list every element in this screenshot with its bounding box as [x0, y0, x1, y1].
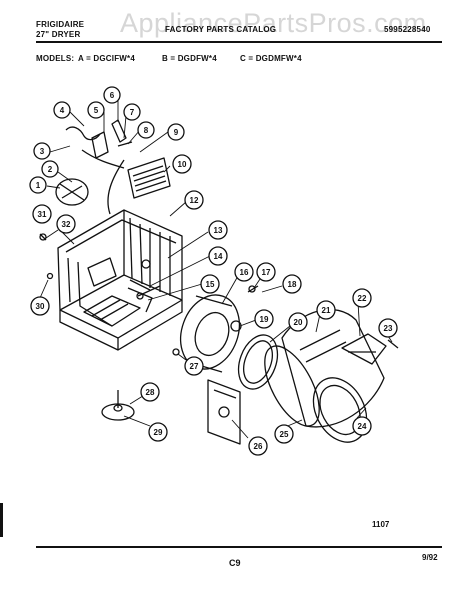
callout-bubbles	[29, 86, 398, 456]
callout-30	[30, 296, 50, 316]
callout-number: 25	[280, 430, 289, 439]
blower-wheel	[55, 178, 89, 206]
small-hardware	[39, 233, 399, 356]
callout-number: 24	[358, 422, 367, 431]
callout-20	[288, 312, 308, 332]
models-label: MODELS:	[36, 54, 75, 63]
brand-label: FRIGIDAIRE	[36, 20, 85, 29]
drum-seal	[237, 334, 279, 390]
callout-1	[29, 176, 47, 194]
header-rule	[36, 41, 442, 43]
dryer-drum	[264, 308, 385, 443]
callout-29	[148, 422, 168, 442]
callout-number: 18	[288, 280, 297, 289]
revision-date: 9/92	[422, 553, 438, 562]
cabinet-frame	[57, 209, 183, 351]
model-c: C = DGDMFW*4	[240, 54, 302, 63]
callout-13	[208, 220, 228, 240]
binder-mark	[0, 503, 3, 537]
callout-number: 10	[178, 160, 187, 169]
part-number: 5995228540	[384, 25, 431, 34]
callout-number: 8	[144, 126, 149, 135]
callout-17	[256, 262, 276, 282]
callout-number: 5	[94, 106, 99, 115]
callout-27	[184, 356, 204, 376]
leader-lines	[39, 100, 393, 439]
watermark-text: AppliancePartsPros.com	[120, 8, 427, 38]
callout-8	[137, 121, 155, 139]
callout-23	[378, 318, 398, 338]
callout-32	[56, 214, 76, 234]
callout-number: 6	[110, 91, 115, 100]
drawing-number: 1107	[372, 520, 390, 529]
callout-12	[184, 190, 204, 210]
callout-2	[41, 160, 59, 178]
callout-28	[140, 382, 160, 402]
callout-number: 29	[154, 428, 163, 437]
callout-number: 9	[174, 128, 179, 137]
callout-number: 4	[60, 106, 65, 115]
drum-baffle	[341, 333, 387, 365]
callout-16	[234, 262, 254, 282]
callout-9	[167, 123, 185, 141]
catalog-title: FACTORY PARTS CATALOG	[165, 25, 277, 34]
callout-number: 1	[36, 181, 41, 190]
callout-number: 15	[206, 280, 215, 289]
callout-5	[87, 101, 105, 119]
callout-number: 27	[190, 362, 199, 371]
callout-7	[123, 103, 141, 121]
callout-number: 19	[260, 315, 269, 324]
callout-number: 28	[146, 388, 155, 397]
callout-25	[274, 424, 294, 444]
callout-3	[33, 142, 51, 160]
callout-number: 13	[214, 226, 223, 235]
callout-6	[103, 86, 121, 104]
model-a: A = DGCIFW*4	[78, 54, 135, 63]
callout-number: 2	[48, 165, 53, 174]
leveling-leg	[101, 390, 135, 421]
callout-number: 7	[130, 108, 135, 117]
footer-rule	[36, 546, 442, 548]
callout-24	[352, 416, 372, 436]
callout-10	[172, 154, 192, 174]
callout-number: 23	[384, 324, 393, 333]
callout-number: 30	[36, 302, 45, 311]
callout-number: 17	[262, 268, 271, 277]
lint-screen	[127, 157, 171, 199]
callout-number: 12	[190, 196, 199, 205]
callout-19	[254, 309, 274, 329]
callout-number: 14	[214, 252, 223, 261]
callout-number: 20	[294, 318, 303, 327]
power-cord-parts	[65, 119, 133, 215]
callout-number: 22	[358, 294, 367, 303]
callout-4	[53, 101, 71, 119]
callout-18	[282, 274, 302, 294]
model-b: B = DGDFW*4	[162, 54, 217, 63]
callout-26	[248, 436, 268, 456]
callout-22	[352, 288, 372, 308]
callout-number: 3	[40, 147, 45, 156]
product-label: 27" DRYER	[36, 30, 81, 39]
callout-number: 21	[322, 306, 331, 315]
callout-31	[32, 204, 52, 224]
callout-21	[316, 300, 336, 320]
callout-14	[208, 246, 228, 266]
callout-number: 26	[254, 442, 263, 451]
page-code: C9	[229, 558, 241, 568]
callout-15	[200, 274, 220, 294]
callout-number: 16	[240, 268, 249, 277]
access-panel	[207, 379, 241, 445]
callout-number: 31	[38, 210, 47, 219]
callout-number: 32	[62, 220, 71, 229]
